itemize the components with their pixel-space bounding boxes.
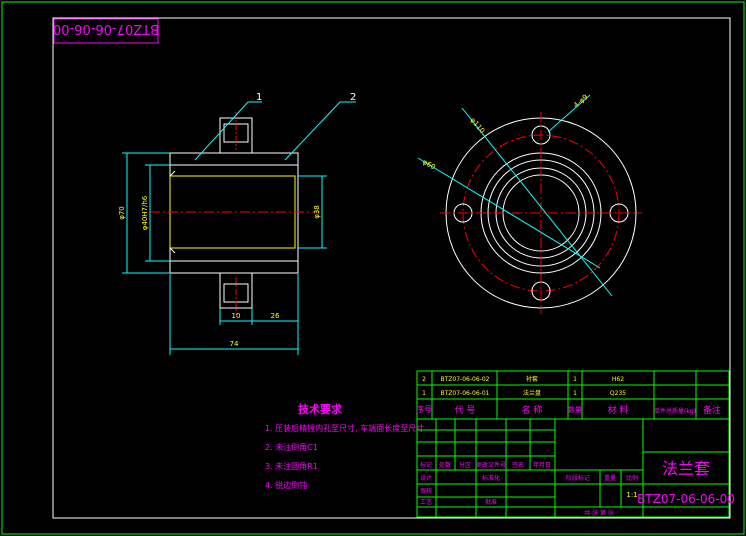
tb-label-date: 年月日 [533, 461, 551, 469]
bom-header-qty: 数量 [568, 405, 582, 414]
section-view [169, 117, 299, 309]
bom-row-2-no: 2 [422, 376, 426, 383]
tb-label-stage: 阶段标记 [566, 474, 590, 482]
bom-header-code: 代 号 [455, 405, 476, 416]
leader-label-1: 1 [256, 92, 262, 103]
leader-label-2: 2 [350, 92, 356, 103]
bom-header-note: 备注 [703, 404, 721, 416]
tb-label-mark: 标记 [420, 461, 432, 469]
tb-label-ratio: 比例 [626, 474, 638, 482]
bom-row-1-material: Q235 [610, 390, 626, 397]
bom-row-1-no: 1 [422, 390, 426, 397]
tb-label-approve: 批准 [485, 498, 497, 506]
tb-label-design: 设计 [420, 474, 432, 482]
bom-row-1-qty: 1 [573, 390, 577, 397]
dim-pcd: φ110 [468, 116, 486, 135]
tb-label-zone: 分区 [459, 461, 471, 469]
bom-header-material: 材 料 [608, 404, 629, 416]
dim-bore2: φ60 [421, 158, 437, 172]
bom-header-no: 序号 [416, 404, 432, 414]
tb-scale: 1:1 [626, 491, 637, 499]
bom-row-2-code: BTZ07-06-06-02 [441, 376, 490, 383]
tech-req-item-3: 3. 未注圆角R1 [265, 461, 318, 471]
dim-hole: 4-φ9 [572, 93, 589, 109]
dim-inner-dia: φ38 [313, 205, 321, 219]
tech-req-item-2: 2. 未注倒角C1 [265, 442, 318, 452]
end-view-centerlines [440, 112, 642, 314]
dim-total-len: 74 [230, 340, 239, 348]
tb-label-std: 标准化 [482, 474, 500, 482]
tb-label-weight: 重量 [604, 474, 616, 482]
tb-label-check: 审核 [420, 487, 432, 495]
end-view-dimension-lines [417, 94, 613, 297]
bom-row-1-name: 法兰盘 [523, 389, 541, 397]
leader-lines [194, 101, 356, 161]
bom-row-2-material: H62 [612, 376, 624, 383]
tb-label-count: 处数 [439, 461, 451, 469]
section-dimension-lines [122, 152, 327, 355]
inner-frame [52, 17, 731, 519]
title-block-grid [416, 418, 730, 518]
tb-drawing-number: BTZ07-06-06-00 [637, 492, 735, 506]
tech-req-title: 技术要求 [298, 402, 343, 416]
dim-flange-w2: 26 [271, 312, 280, 320]
tech-req-item-4: 4. 锐边倒钝 [265, 480, 307, 490]
bom-row-1-code: BTZ07-06-06-01 [441, 390, 490, 397]
tb-label-process: 工艺 [420, 498, 432, 506]
tb-label-sign: 签名 [512, 461, 524, 469]
tb-part-name: 法兰套 [662, 459, 710, 478]
tb-label-sheet: 共 张 第 张 [584, 509, 614, 517]
tb-label-doc: 更改文件号 [476, 461, 506, 469]
bom-row-2-qty: 1 [573, 376, 577, 383]
dim-bore-dia: φ40H7/h6 [141, 195, 149, 230]
dim-outer-dia: φ70 [118, 206, 126, 220]
dim-flange-w1: 10 [232, 312, 241, 320]
bom-header-name: 名 称 [522, 404, 543, 416]
bom-row-2-name: 衬套 [526, 375, 538, 383]
flipped-drawing-number-text: BTZ07-06-06-00 [53, 21, 159, 36]
flipped-drawing-number: BTZ07-06-06-00 [53, 18, 159, 44]
tech-req-item-1: 1. 压装后精镗内孔至尺寸, 车端面长度至尺寸 [265, 423, 424, 433]
bom-header-weight: 单件总质量(kg) [654, 407, 696, 415]
